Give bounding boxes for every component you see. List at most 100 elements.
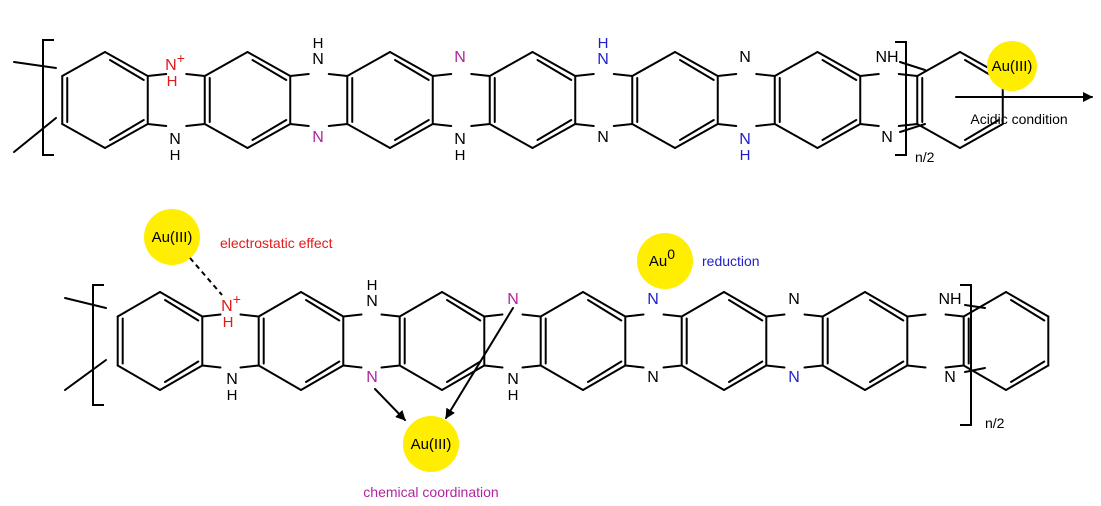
top-ring-5-double-a [821, 59, 858, 81]
bottom-end-bond-right-upper [964, 304, 986, 309]
top-n-4: N [454, 49, 466, 66]
bottom-ring-2-bond-2 [441, 364, 486, 391]
top-ring-3-link-top-2 [612, 73, 634, 77]
top-ring-chain [61, 51, 1004, 149]
bottom-ring-chain [116, 291, 1050, 391]
reagent-au-label: Au(III) [992, 58, 1033, 75]
bottom-end-bond-right-lower [964, 367, 986, 373]
top-ring-2-link-top-2 [470, 73, 491, 77]
bottom-ring-1-double-a [305, 299, 341, 322]
top-n-8: N [739, 49, 751, 66]
bottom-n-9: N [788, 369, 800, 386]
top-end-bond-right-upper [899, 61, 926, 71]
top-ring-4-double-a [679, 59, 715, 81]
top-ring-0-link-bot [146, 123, 168, 127]
top-ring-2-bond-5 [346, 51, 391, 77]
bottom-ring-0-link-top [201, 313, 222, 318]
bottom-ring-5-double-c [869, 360, 905, 383]
top-n-7: N [597, 129, 609, 146]
coordination-arrow-2 [445, 307, 514, 419]
top-ring-5-bond-2 [816, 123, 862, 149]
top-ring-1-link-bot [289, 123, 310, 127]
top-ring-5-link-top-2 [897, 73, 919, 77]
electrostatic-label: electrostatic effect [220, 235, 333, 251]
top-ring-0-link-top [146, 73, 168, 77]
bottom-left-bracket [92, 284, 104, 406]
top-ring-1-bond-2 [246, 123, 292, 149]
bottom-ring-6-bond-2 [1005, 364, 1050, 391]
bottom-nh-plus-h: H [223, 314, 234, 331]
top-ring-2-bond-0 [389, 51, 434, 77]
bottom-ring-2-double-a [446, 299, 482, 322]
top-ring-6-bond-2 [959, 123, 1004, 149]
bottom-n-3: N [366, 369, 378, 386]
bottom-ring-2-link-bot [483, 364, 504, 369]
bottom-ring-3-bond-3 [539, 364, 584, 391]
bottom-end-bond-left-upper [64, 297, 107, 309]
bottom-ring-1-link-bot-2 [380, 364, 401, 369]
bottom-ring-6-bond-0 [1005, 291, 1050, 318]
top-ring-2-bond-2 [389, 123, 434, 149]
top-n-end: N [881, 129, 893, 146]
top-polymer: N+ H N H H N N N N H H N N N N H NH N n/… [13, 35, 1004, 165]
bottom-polymer: N+ H N H H N N N N H N N N N NH N n/2 [64, 277, 1050, 431]
bottom-ring-2-link-bot-2 [521, 364, 542, 369]
bottom-ring-4-bond-3 [680, 364, 725, 391]
bottom-n-8: N [788, 291, 800, 308]
bottom-ring-1-bond-2 [300, 364, 345, 391]
bottom-ring-0-bond-0 [159, 291, 204, 318]
bottom-h-1: H [227, 387, 238, 404]
top-ring-4-bond-3 [631, 123, 676, 149]
bottom-ring-4-link-top [765, 313, 786, 318]
bottom-ring-4-double-c [728, 360, 764, 383]
bottom-ring-1-bond-5 [257, 291, 302, 318]
top-left-bracket [42, 39, 54, 156]
top-ring-5-bond-0 [816, 51, 862, 77]
top-ring-3-link-bot-2 [612, 123, 634, 127]
top-ring-6-double-c [964, 119, 1000, 141]
bottom-n-2: N [366, 293, 378, 310]
top-ring-4-bond-5 [631, 51, 676, 77]
top-ring-0-link-top-2 [185, 73, 206, 77]
top-ring-5-link-bot-2 [897, 123, 919, 127]
bottom-ring-2-link-top-2 [521, 313, 542, 318]
bottom-ring-2-bond-3 [398, 364, 443, 391]
top-right-bracket [895, 41, 907, 156]
top-ring-2-link-bot-2 [470, 123, 491, 127]
top-n-6: N [597, 51, 609, 68]
bottom-n-7: N [647, 369, 659, 386]
bottom-h-5: H [508, 387, 519, 404]
top-end-bond-left-lower [13, 117, 57, 153]
bottom-ring-5-double-a [869, 299, 905, 322]
bottom-ring-3-double-a [587, 299, 623, 322]
top-ring-3-bond-2 [531, 123, 577, 149]
bottom-ring-5-bond-0 [864, 291, 909, 318]
bottom-ring-5-bond-5 [821, 291, 866, 318]
top-ring-4-link-top [716, 73, 738, 77]
top-ring-1-double-c [251, 119, 288, 141]
top-h-2: H [313, 35, 324, 52]
electrostatic-dashed-line [189, 257, 223, 296]
top-ring-0-double-a [109, 59, 145, 81]
coordination-label: chemical coordination [363, 484, 498, 500]
bottom-ring-5-bond-2 [864, 364, 909, 391]
top-h-6: H [598, 35, 609, 52]
bottom-ring-6-double-c [1010, 360, 1046, 383]
bottom-n-1: N [226, 371, 238, 388]
bottom-ring-0-double-c [164, 360, 200, 383]
top-ring-3-link-bot [574, 123, 595, 127]
top-ring-0-bond-0 [104, 51, 149, 77]
top-ring-1-link-top [289, 73, 310, 77]
top-n-5: N [454, 131, 466, 148]
top-ring-1-bond-3 [203, 123, 249, 149]
reaction-condition: Acidic condition [970, 111, 1067, 127]
bottom-h-2: H [367, 277, 378, 294]
bottom-ring-2-bond-0 [441, 291, 486, 318]
top-ring-0-bond-2 [104, 123, 149, 149]
bottom-repeat-unit: n/2 [985, 415, 1005, 431]
top-ring-2-double-c [394, 119, 430, 141]
annotations: Au(III) electrostatic effect Au0 reducti… [144, 209, 760, 500]
top-end-bond-left-upper [13, 61, 57, 69]
bottom-ring-4-bond-5 [680, 291, 725, 318]
